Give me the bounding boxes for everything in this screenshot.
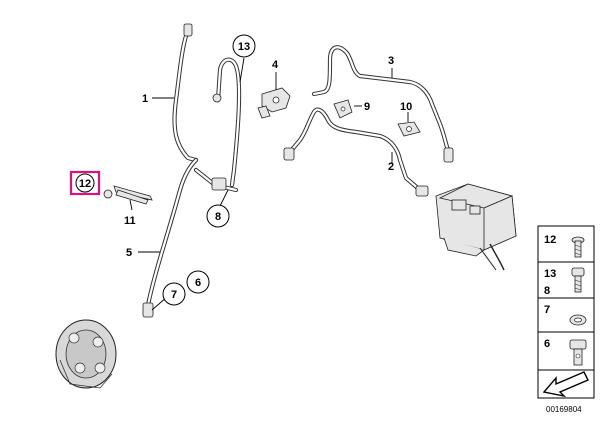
part-number-2: 2 bbox=[388, 161, 394, 173]
screw-icon bbox=[571, 267, 585, 293]
part-number-5: 5 bbox=[126, 247, 132, 259]
part-number-3: 3 bbox=[388, 55, 394, 67]
brake-caliper bbox=[55, 319, 117, 389]
svg-text:10: 10 bbox=[400, 101, 412, 113]
callout-7: 7 bbox=[162, 282, 186, 306]
arrow-icon bbox=[542, 371, 589, 398]
part-number-1: 1 bbox=[142, 93, 148, 105]
svg-text:2: 2 bbox=[388, 161, 394, 173]
brake-hose-5[interactable] bbox=[142, 157, 199, 318]
svg-text:4: 4 bbox=[272, 59, 279, 71]
svg-text:13: 13 bbox=[544, 268, 556, 280]
svg-text:12: 12 bbox=[79, 178, 91, 190]
legend-row-12: 12 bbox=[544, 234, 585, 258]
svg-text:7: 7 bbox=[544, 304, 550, 316]
svg-text:1: 1 bbox=[142, 93, 148, 105]
svg-text:6: 6 bbox=[195, 277, 201, 289]
clip-9[interactable] bbox=[333, 99, 353, 119]
brake-hose-1[interactable] bbox=[172, 23, 199, 163]
part-number-10: 10 bbox=[400, 101, 412, 113]
callout-13: 13 bbox=[232, 34, 256, 58]
legend-row-6: 6 bbox=[544, 338, 587, 366]
banjo-bolt-icon bbox=[569, 339, 587, 366]
svg-text:5: 5 bbox=[126, 247, 132, 259]
brake-pipe-3[interactable] bbox=[311, 45, 454, 163]
part-number-4: 4 bbox=[272, 59, 279, 71]
svg-text:9: 9 bbox=[364, 101, 370, 113]
part-number-11: 11 bbox=[124, 215, 136, 227]
svg-text:8: 8 bbox=[544, 285, 550, 297]
document-id: 00169804 bbox=[546, 405, 582, 414]
callout-12-highlighted[interactable]: 12 bbox=[69, 170, 101, 196]
svg-text:6: 6 bbox=[544, 338, 550, 350]
svg-text:13: 13 bbox=[238, 41, 250, 53]
abs-hydraulic-unit bbox=[435, 183, 517, 271]
screw-12[interactable] bbox=[103, 189, 113, 199]
washer-icon bbox=[569, 314, 587, 326]
part-number-9: 9 bbox=[364, 101, 370, 113]
brake-pipe-2[interactable] bbox=[283, 107, 429, 197]
legend-row-13-8: 13 8 bbox=[544, 267, 585, 297]
parts-legend: 12 13 8 7 bbox=[537, 225, 595, 399]
legend-row-7: 7 bbox=[544, 304, 587, 326]
brake-pipe-13-loop[interactable] bbox=[212, 57, 242, 188]
plate-10[interactable] bbox=[397, 121, 421, 137]
svg-text:7: 7 bbox=[171, 289, 177, 301]
svg-text:12: 12 bbox=[544, 234, 556, 246]
svg-text:00169804: 00169804 bbox=[546, 405, 582, 414]
callout-8: 8 bbox=[206, 204, 230, 228]
bracket-11[interactable] bbox=[113, 185, 153, 205]
svg-text:3: 3 bbox=[388, 55, 394, 67]
svg-text:8: 8 bbox=[215, 211, 221, 223]
distributor-bracket-4[interactable] bbox=[257, 87, 291, 119]
callout-6: 6 bbox=[186, 270, 210, 294]
bolt-icon bbox=[571, 236, 585, 258]
hose-bracket-8[interactable] bbox=[193, 167, 239, 193]
svg-text:11: 11 bbox=[124, 215, 136, 227]
